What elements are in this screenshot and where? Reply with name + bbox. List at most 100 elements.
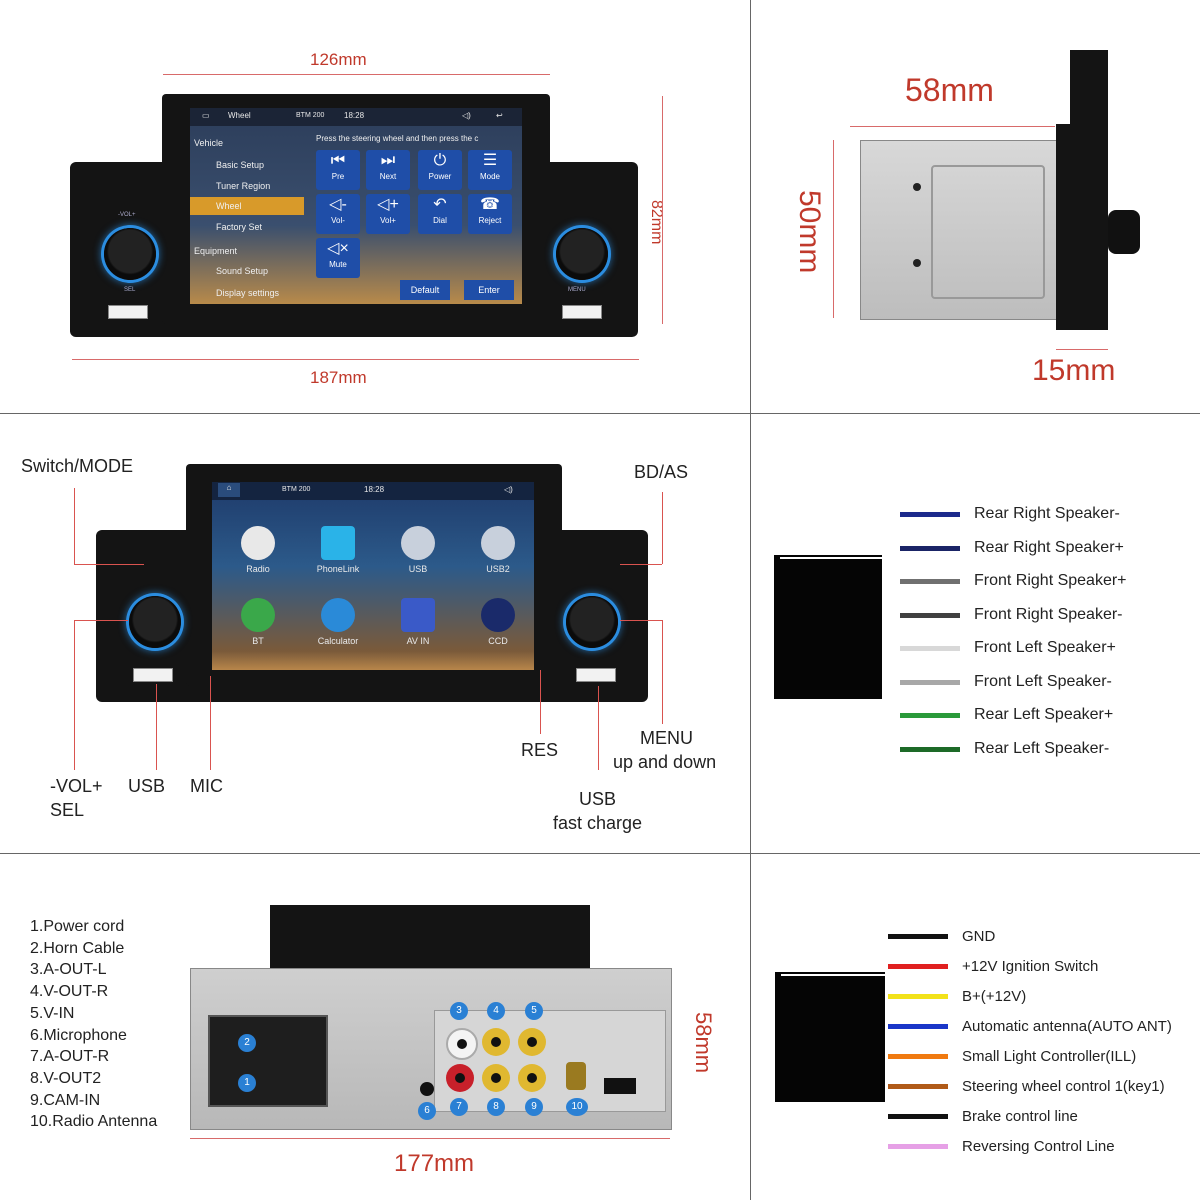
steering-hint: Press the steering wheel and then press … xyxy=(316,134,479,143)
dim-width-line xyxy=(850,126,1055,127)
volume-down-icon: ◁- xyxy=(329,196,347,213)
divider-row1 xyxy=(0,413,1200,414)
wire-row-ill: Small Light Controller(ILL) xyxy=(888,1048,1136,1065)
dim-height-line xyxy=(833,140,834,318)
app-ccd[interactable]: CCD xyxy=(468,598,528,646)
callout-switch-mode-v xyxy=(74,488,75,564)
app-av-in[interactable]: AV IN xyxy=(388,598,448,646)
rca-jack-yellow-1 xyxy=(482,1028,510,1056)
menu-label: MENU xyxy=(568,287,586,293)
next-track-icon: ⏭ xyxy=(380,152,396,169)
app-phonelink[interactable]: PhoneLink xyxy=(308,526,368,574)
menu-item-factory-set[interactable]: Factory Set xyxy=(216,222,263,232)
back-icon[interactable]: ↩ xyxy=(496,111,503,120)
previous-track-icon: ⏮ xyxy=(330,152,346,169)
phonelink-icon xyxy=(321,526,355,560)
dim-depth-label: 15mm xyxy=(1032,354,1116,387)
tile-vol-up[interactable]: ◁+Vol+ xyxy=(366,194,410,234)
badge-4: 4 xyxy=(487,1002,505,1020)
menu-item-tuner-region[interactable]: Tuner Region xyxy=(216,181,271,191)
menu-item-sound-setup[interactable]: Sound Setup xyxy=(216,266,269,276)
home-button-icon[interactable]: ⌂ xyxy=(218,483,240,497)
app-usb2[interactable]: USB2 xyxy=(468,526,528,574)
wire-label: Front Right Speaker- xyxy=(974,606,1123,623)
menu-knob[interactable] xyxy=(556,228,608,280)
connector-item: 6.Microphone xyxy=(30,1026,127,1044)
wire-label: Reversing Control Line xyxy=(962,1138,1115,1155)
volume-icon: ◁) xyxy=(462,111,471,120)
enter-button[interactable]: Enter xyxy=(464,280,514,300)
menu-item-basic-setup[interactable]: Basic Setup xyxy=(216,160,265,170)
home-top-time: 18:28 xyxy=(364,485,385,494)
default-button[interactable]: Default xyxy=(400,280,450,300)
rca-jack-white xyxy=(446,1028,478,1060)
menu-icon: ☰ xyxy=(482,152,498,169)
connector-item: 5.V-IN xyxy=(30,1004,75,1022)
menu-item-wheel[interactable]: Wheel xyxy=(216,201,242,211)
wire-label: Front Left Speaker- xyxy=(974,673,1112,690)
mount-hole-bottom xyxy=(913,259,921,267)
usb-port-left-2 xyxy=(133,668,173,682)
label-bd-as: BD/AS xyxy=(634,462,689,482)
radio-icon xyxy=(241,526,275,560)
badge-7: 7 xyxy=(450,1098,468,1116)
wire-row-ign: +12V Ignition Switch xyxy=(888,958,1098,975)
badge-2: 2 xyxy=(238,1034,256,1052)
menu-knob-2[interactable] xyxy=(566,596,618,648)
wire-row-gnd: GND xyxy=(888,928,995,945)
phone-reject-icon: ☎ xyxy=(480,196,500,213)
faceplate-top xyxy=(1070,50,1108,130)
wire-label: B+(+12V) xyxy=(962,988,1027,1005)
badge-3: 3 xyxy=(450,1002,468,1020)
menu-item-vehicle: Vehicle xyxy=(194,138,224,148)
wire-label: Rear Right Speaker+ xyxy=(974,539,1124,556)
app-usb[interactable]: USB xyxy=(388,526,448,574)
mount-hole-top xyxy=(913,183,921,191)
app-radio[interactable]: Radio xyxy=(228,526,288,574)
speaker-connector-top xyxy=(780,557,882,567)
top-bar-station: BTM 200 xyxy=(296,112,325,119)
callout-bdas-h xyxy=(620,564,662,565)
wire-label: +12V Ignition Switch xyxy=(962,958,1099,975)
tile-pre[interactable]: ⏮Pre xyxy=(316,150,360,190)
volume-knob-2[interactable] xyxy=(129,596,181,648)
power-connector-top xyxy=(781,974,885,984)
side-knob xyxy=(1108,210,1140,254)
iso-connector xyxy=(208,1015,328,1107)
tile-reject[interactable]: ☎Reject xyxy=(468,194,512,234)
label-mic: MIC xyxy=(190,776,223,796)
wire-label: Brake control line xyxy=(962,1108,1078,1125)
wire-row-rl-neg: Rear Left Speaker- xyxy=(900,740,1109,758)
rca-jack-red xyxy=(446,1064,474,1092)
app-calculator[interactable]: Calculator xyxy=(308,598,368,646)
dim-rear-width-line xyxy=(190,1138,670,1139)
badge-5: 5 xyxy=(525,1002,543,1020)
label-switch-mode: Switch/MODE xyxy=(21,456,134,476)
wire-row-bplus: B+(+12V) xyxy=(888,988,1026,1005)
tile-dial[interactable]: ↶Dial xyxy=(418,194,462,234)
home-volume-icon: ◁) xyxy=(504,485,513,494)
wire-row-rl-pos: Rear Left Speaker+ xyxy=(900,706,1113,724)
tile-mute[interactable]: ◁×Mute xyxy=(316,238,360,278)
menu-item-display-settings[interactable]: Display settings xyxy=(216,288,280,298)
app-bt[interactable]: BT xyxy=(228,598,288,646)
tile-next[interactable]: ⏭Next xyxy=(366,150,410,190)
callout-menu-h xyxy=(620,620,662,621)
volume-up-icon: ◁+ xyxy=(377,196,399,213)
callout-res-v xyxy=(540,670,541,734)
tile-power[interactable]: ⏻Power xyxy=(418,150,462,190)
connector-item: 4.V-OUT-R xyxy=(30,983,109,1001)
dim-bottom-label: 187mm xyxy=(310,368,367,387)
home-icon[interactable]: ▭ xyxy=(202,111,210,120)
tile-mode[interactable]: ☰Mode xyxy=(468,150,512,190)
dim-rear-width-label: 177mm xyxy=(394,1150,475,1177)
dim-height-label: 50mm xyxy=(793,190,826,274)
dim-top-line xyxy=(163,74,550,75)
speaker-connector xyxy=(774,555,882,699)
volume-knob[interactable] xyxy=(104,228,156,280)
label-res: RES xyxy=(521,740,559,760)
home-top-station: BTM 200 xyxy=(282,486,311,493)
phone-dial-icon: ↶ xyxy=(433,196,447,213)
wire-row-fl-pos: Front Left Speaker+ xyxy=(900,639,1116,657)
tile-vol-down[interactable]: ◁-Vol- xyxy=(316,194,360,234)
